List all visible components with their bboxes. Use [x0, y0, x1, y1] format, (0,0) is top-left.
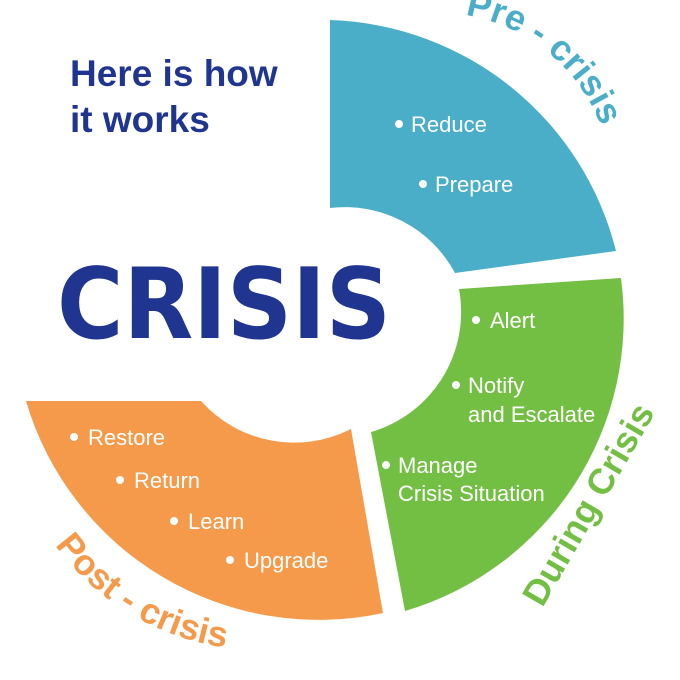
during-item-alert: Alert: [490, 308, 535, 333]
during-item-notify-line2: and Escalate: [468, 402, 595, 427]
pre-item-prepare: Prepare: [435, 172, 513, 197]
post-item-return: Return: [134, 468, 200, 493]
during-item-notify-line1: Notify: [468, 373, 524, 398]
pre-crisis-items: Reduce Prepare: [395, 112, 513, 197]
post-item-upgrade: Upgrade: [244, 548, 328, 573]
post-item-restore: Restore: [88, 425, 165, 450]
post-item-learn: Learn: [188, 509, 244, 534]
bullet-dot: [382, 461, 390, 469]
center-word: CRISIS: [57, 248, 391, 362]
bullet-dot: [116, 476, 124, 484]
post-crisis-items: Restore Return Learn Upgrade: [70, 425, 328, 573]
pre-item-reduce: Reduce: [411, 112, 487, 137]
bullet-dot: [452, 381, 460, 389]
heading-line-2: it works: [70, 99, 210, 140]
bullet-dot: [226, 556, 234, 564]
bullet-dot: [472, 316, 480, 324]
bullet-dot: [395, 120, 403, 128]
post-crisis-segment: [26, 401, 383, 620]
bullet-dot: [170, 517, 178, 525]
heading-line-1: Here is how: [70, 53, 278, 94]
during-crisis-items: Alert Notify and Escalate Manage Crisis …: [382, 308, 595, 506]
pre-crisis-segment: [330, 20, 616, 273]
bullet-dot: [419, 180, 427, 188]
during-item-manage-line2: Crisis Situation: [398, 481, 545, 506]
during-item-manage-line1: Manage: [398, 453, 478, 478]
during-crisis-segment: [371, 278, 624, 611]
bullet-dot: [70, 433, 78, 441]
